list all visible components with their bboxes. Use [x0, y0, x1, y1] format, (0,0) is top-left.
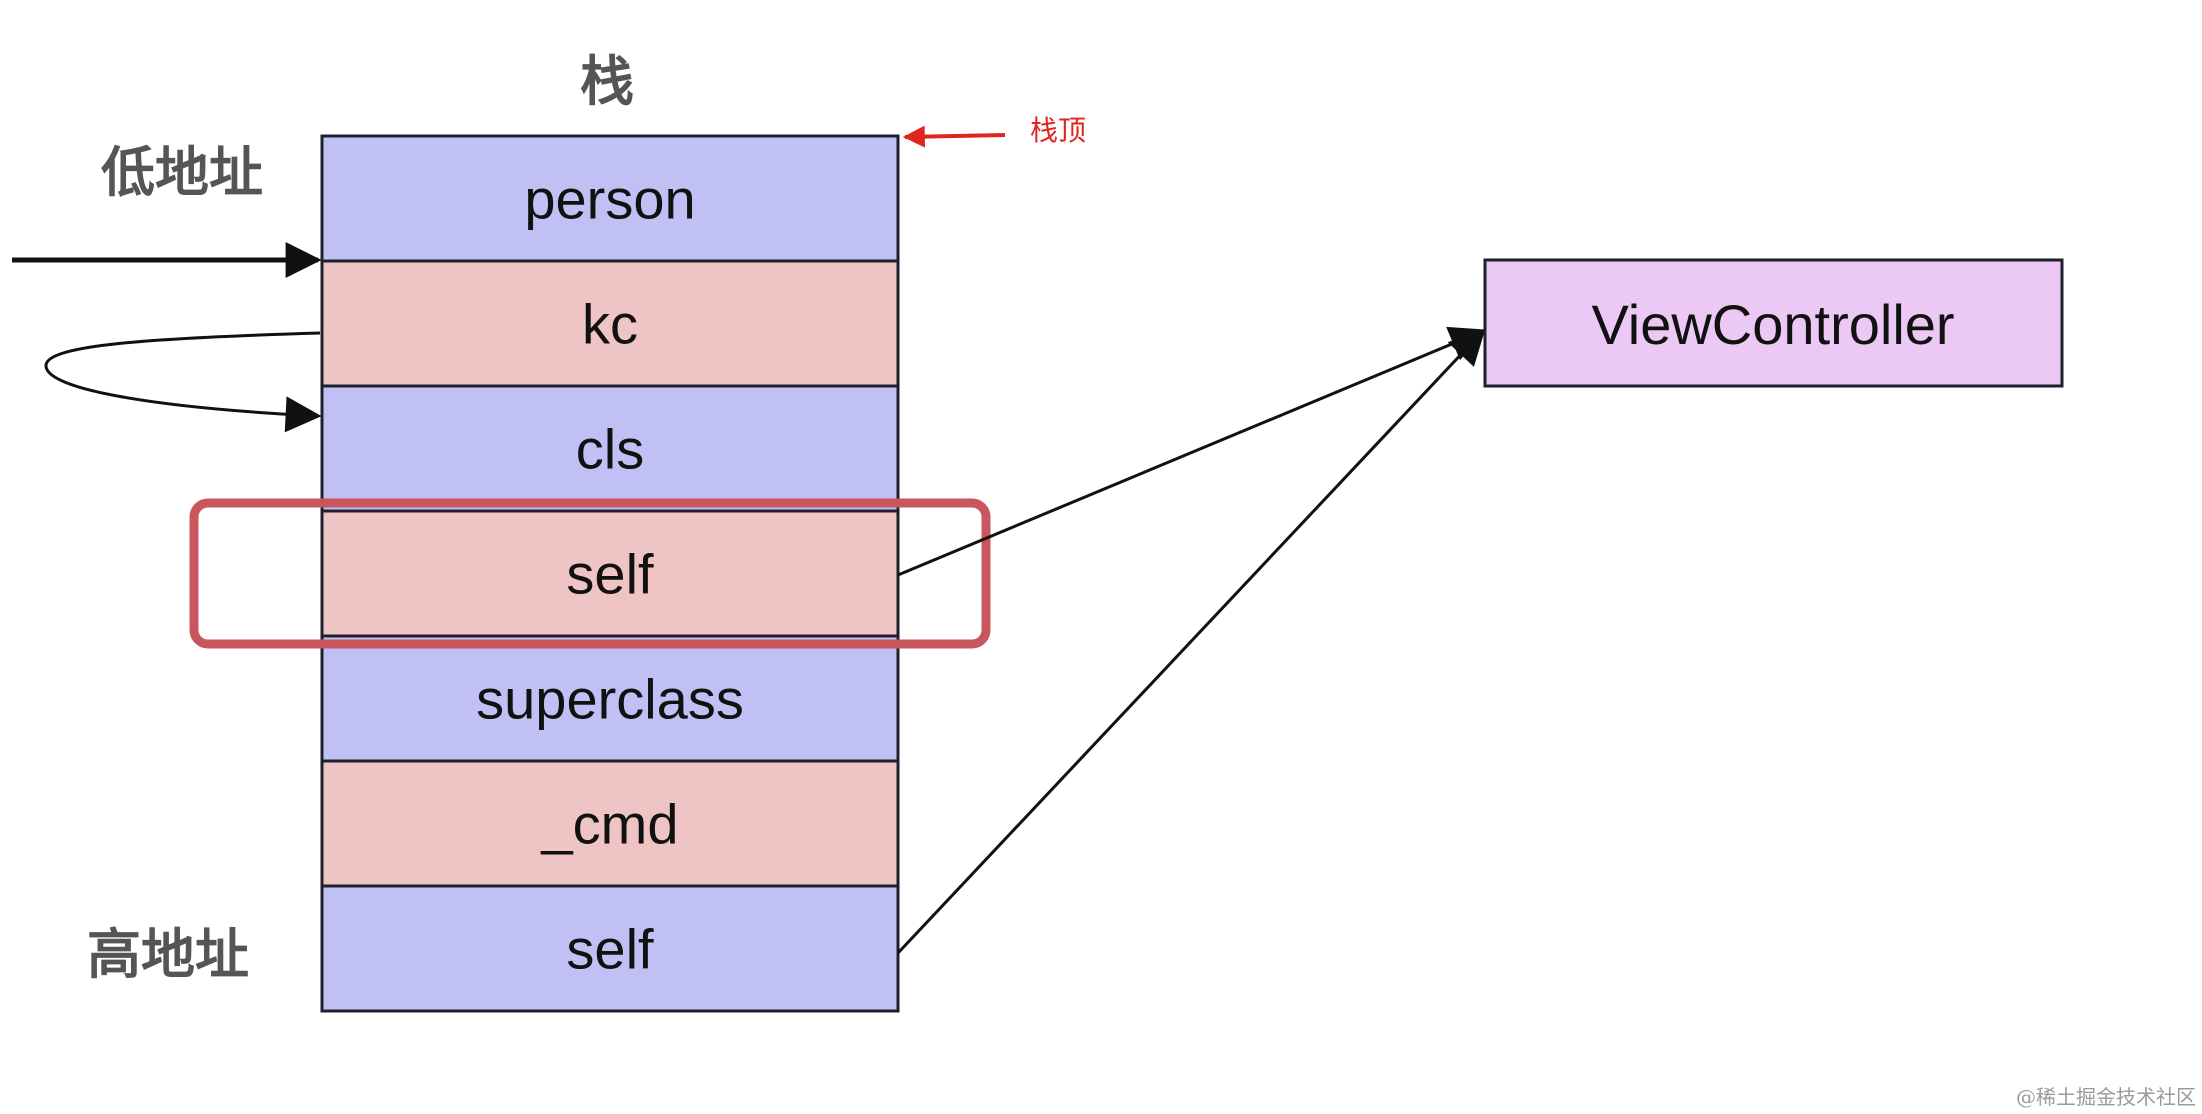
stack-cell-label-6: self	[566, 918, 654, 981]
self-bottom-to-viewcontroller-arrow	[896, 328, 1486, 955]
stack-cell-label-3: self	[566, 543, 654, 606]
stack-cell-5	[320, 759, 900, 888]
stack-cell-label-0: person	[524, 168, 695, 231]
stack-cell-label-1: kc	[582, 293, 638, 356]
high-address-label: 高地址	[87, 923, 249, 986]
stack-cell-label-2: cls	[576, 418, 644, 481]
stack-cell-3	[320, 509, 900, 638]
stack-cell-6	[320, 884, 900, 1013]
stack-title: 栈	[580, 50, 634, 113]
stack-top-label: 栈顶	[1030, 114, 1086, 147]
stack-cell-label-5: _cmd	[541, 793, 679, 856]
stack-top-arrow	[902, 125, 1006, 148]
stack-cell-label-4: superclass	[476, 668, 744, 731]
viewcontroller-label: ViewController	[1591, 293, 1954, 356]
stack-cell-1	[320, 259, 900, 388]
self-highlight-box	[189, 498, 991, 649]
stack-cell-0	[320, 134, 900, 263]
viewcontroller-box	[1483, 258, 2064, 388]
kc-to-cls-arrow	[44, 331, 322, 433]
watermark: @稀土掘金技术社区	[2016, 1085, 2196, 1109]
self-to-viewcontroller-arrow	[897, 326, 1487, 577]
low-address-label: 低地址	[101, 141, 263, 204]
stack-cell-2	[320, 384, 900, 513]
